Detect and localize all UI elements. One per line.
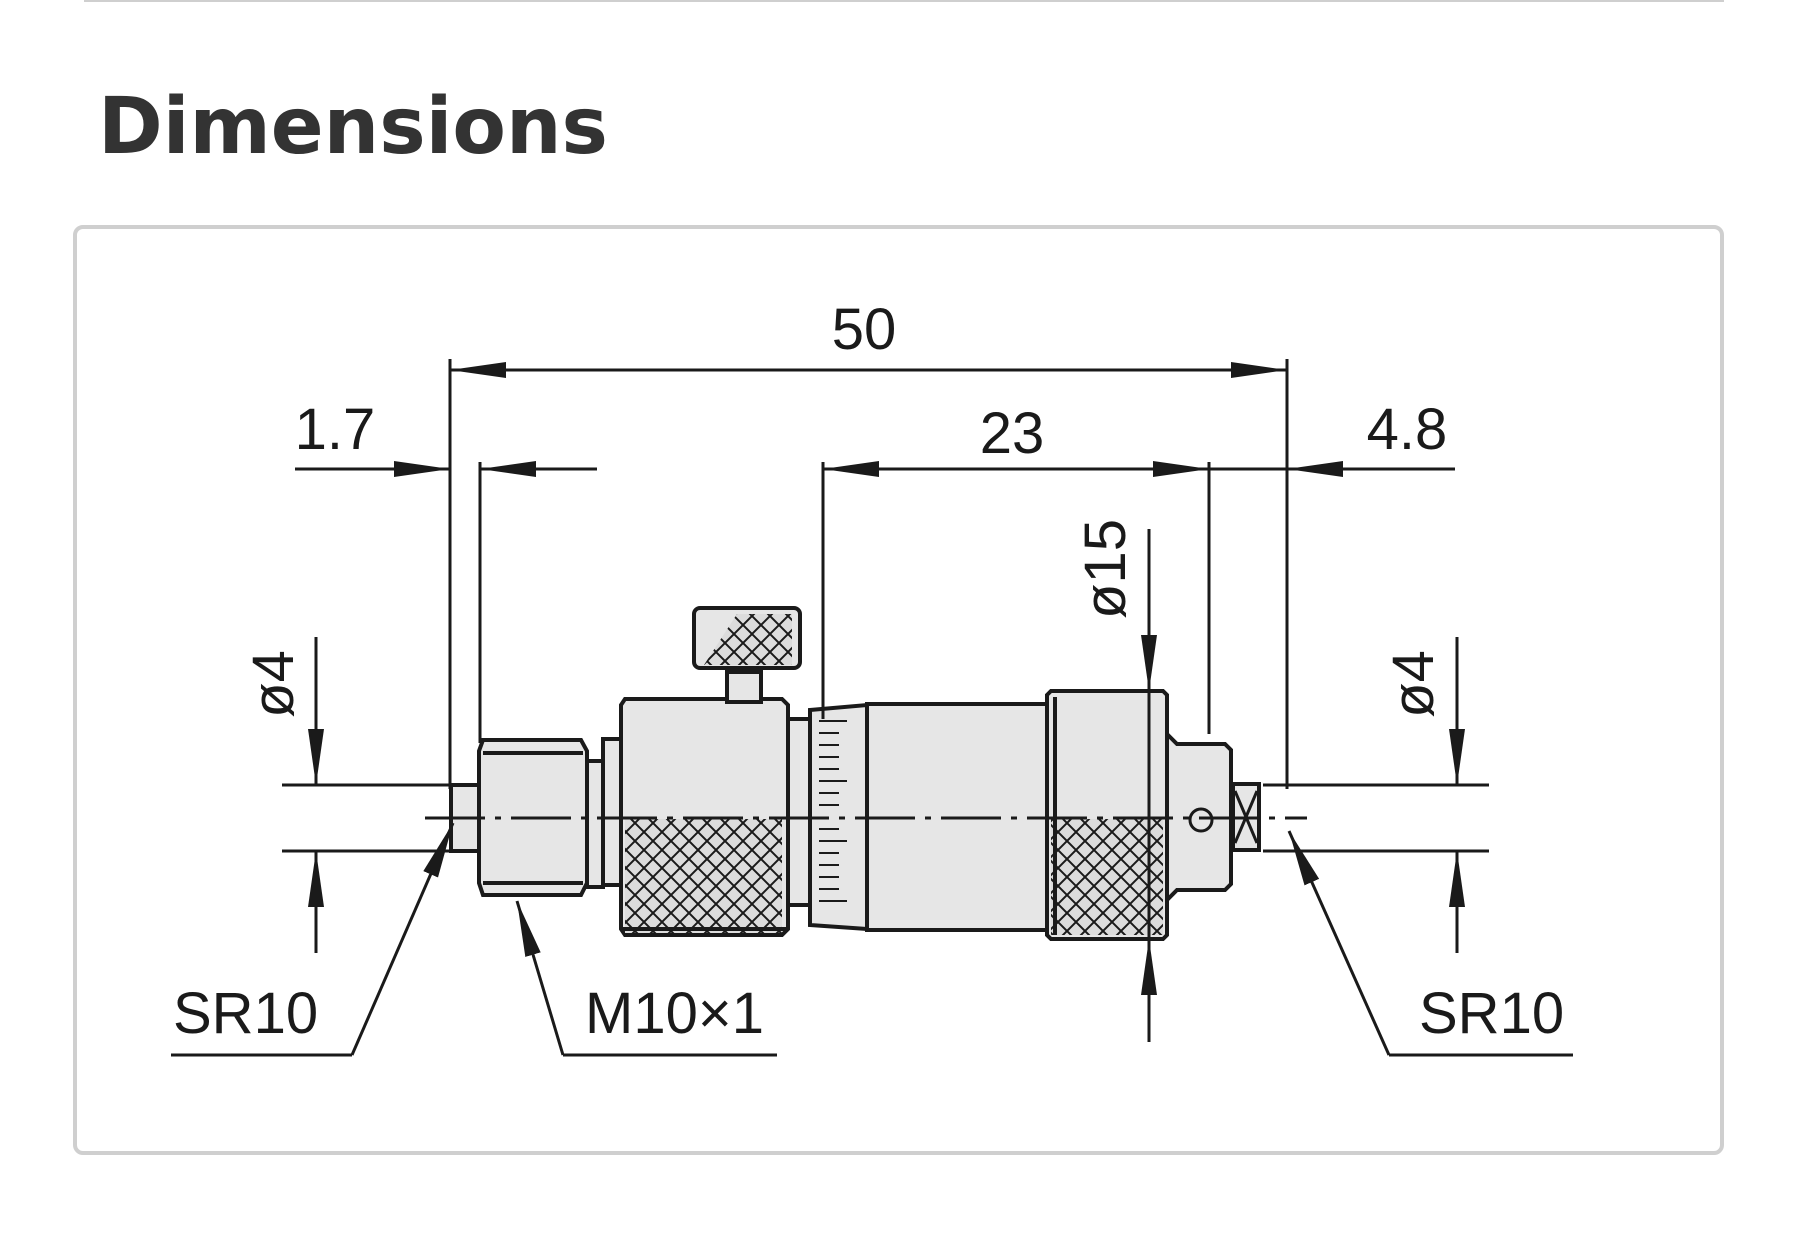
micrometer-head-drawing: 50 1.7 23 4.8 ø4 ø4 ø15 SR10 M10×1 SR10 (171, 297, 1573, 1057)
dim-left-tip-length: 1.7 (295, 397, 376, 462)
label-thread-spec: M10×1 (585, 981, 764, 1046)
lock-stem (725, 670, 763, 704)
thread-collar (585, 759, 605, 889)
collar-ring (601, 737, 623, 887)
dim-spindle-length: 23 (980, 401, 1045, 466)
dim-left-tip-diameter: ø4 (241, 650, 306, 718)
dimension-drawing-card: 50 1.7 23 4.8 ø4 ø4 ø15 SR10 M10×1 SR10 (73, 225, 1724, 1155)
top-divider (84, 0, 1724, 2)
dim-right-tip-length: 4.8 (1367, 397, 1448, 462)
spindle-ring (786, 717, 812, 907)
dim-overall-length: 50 (832, 297, 897, 362)
dimension-lines (171, 359, 1573, 1057)
label-left-sphere-radius: SR10 (173, 981, 318, 1046)
dim-sleeve-diameter: ø15 (1073, 519, 1138, 619)
section-title: Dimensions (98, 82, 608, 172)
thimble-graduations (819, 720, 847, 902)
part-body (449, 606, 1261, 941)
label-right-sphere-radius: SR10 (1419, 981, 1564, 1046)
dim-right-tip-diameter: ø4 (1381, 650, 1446, 718)
cap-hole (1188, 807, 1214, 833)
